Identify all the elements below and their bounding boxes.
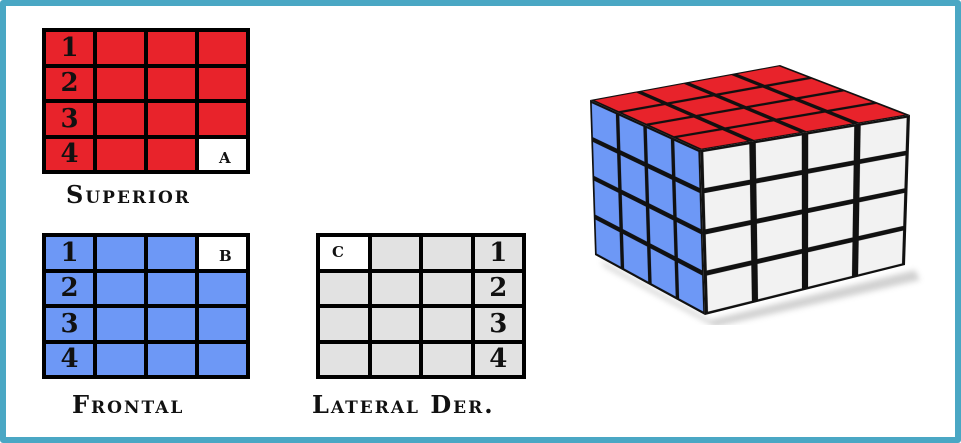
superior-cell xyxy=(199,103,246,135)
lateral-cell xyxy=(423,237,471,269)
frontal-cell xyxy=(148,344,195,376)
superior-cell-r4c1: 4 xyxy=(46,139,93,171)
lateral-cell xyxy=(423,308,471,340)
superior-marked-cell-a: A xyxy=(199,139,246,171)
row-number: 2 xyxy=(60,273,78,303)
lateral-cell xyxy=(320,308,368,340)
frontal-cell xyxy=(97,237,144,269)
frontal-cell xyxy=(199,344,246,376)
lateral-cell xyxy=(423,273,471,305)
superior-cell xyxy=(199,68,246,100)
superior-cell xyxy=(97,32,144,64)
lateral-face-grid: C 1 2 3 4 xyxy=(316,233,526,379)
lateral-cell-r3c4: 3 xyxy=(475,308,523,340)
superior-cell xyxy=(97,103,144,135)
row-number: 1 xyxy=(489,238,507,268)
superior-cell xyxy=(199,32,246,64)
row-number: 2 xyxy=(489,273,507,303)
lateral-cell xyxy=(372,344,420,376)
row-number: 2 xyxy=(60,68,78,98)
frontal-cell xyxy=(148,308,195,340)
frontal-cell xyxy=(199,273,246,305)
frontal-cell xyxy=(148,237,195,269)
superior-cell xyxy=(148,68,195,100)
row-number: 1 xyxy=(60,238,78,268)
row-number: 4 xyxy=(489,344,507,374)
superior-cell xyxy=(97,68,144,100)
marker-letter: C xyxy=(332,243,344,261)
frontal-cell xyxy=(148,273,195,305)
superior-cell xyxy=(148,139,195,171)
superior-cell xyxy=(148,32,195,64)
frontal-caption: Frontal xyxy=(72,390,184,419)
frontal-cell-r2c1: 2 xyxy=(46,273,93,305)
lateral-cell xyxy=(372,237,420,269)
cube-faces xyxy=(590,65,910,315)
frontal-cell xyxy=(97,308,144,340)
frontal-cell xyxy=(97,344,144,376)
row-number: 4 xyxy=(60,344,78,374)
frontal-cell xyxy=(97,273,144,305)
superior-cell-r2c1: 2 xyxy=(46,68,93,100)
lateral-marked-cell-c: C xyxy=(320,237,368,269)
frontal-cell-r4c1: 4 xyxy=(46,344,93,376)
superior-cell-r3c1: 3 xyxy=(46,103,93,135)
row-number: 3 xyxy=(60,104,78,134)
lateral-cell xyxy=(423,344,471,376)
lateral-cell xyxy=(320,273,368,305)
row-number: 4 xyxy=(60,139,78,169)
superior-cell-r1c1: 1 xyxy=(46,32,93,64)
marker-letter: A xyxy=(219,149,231,167)
lateral-cell-r4c4: 4 xyxy=(475,344,523,376)
lateral-cell xyxy=(372,273,420,305)
superior-caption: Superior xyxy=(66,180,191,209)
lateral-cell-r2c4: 2 xyxy=(475,273,523,305)
frontal-cell-r3c1: 3 xyxy=(46,308,93,340)
rubiks-cube-illustration xyxy=(560,55,940,325)
row-number: 3 xyxy=(60,309,78,339)
row-number: 3 xyxy=(489,309,507,339)
frontal-marked-cell-b: B xyxy=(199,237,246,269)
superior-face-grid: 1 2 3 4 A xyxy=(42,28,250,174)
superior-cell xyxy=(97,139,144,171)
superior-cell xyxy=(148,103,195,135)
frontal-face-grid: 1 B 2 3 4 xyxy=(42,233,250,379)
frontal-cell xyxy=(199,308,246,340)
frontal-cell-r1c1: 1 xyxy=(46,237,93,269)
row-number: 1 xyxy=(60,33,78,63)
lateral-caption: Lateral Der. xyxy=(312,390,495,419)
lateral-cell-r1c4: 1 xyxy=(475,237,523,269)
lateral-cell xyxy=(372,308,420,340)
marker-letter: B xyxy=(219,247,232,265)
lateral-cell xyxy=(320,344,368,376)
